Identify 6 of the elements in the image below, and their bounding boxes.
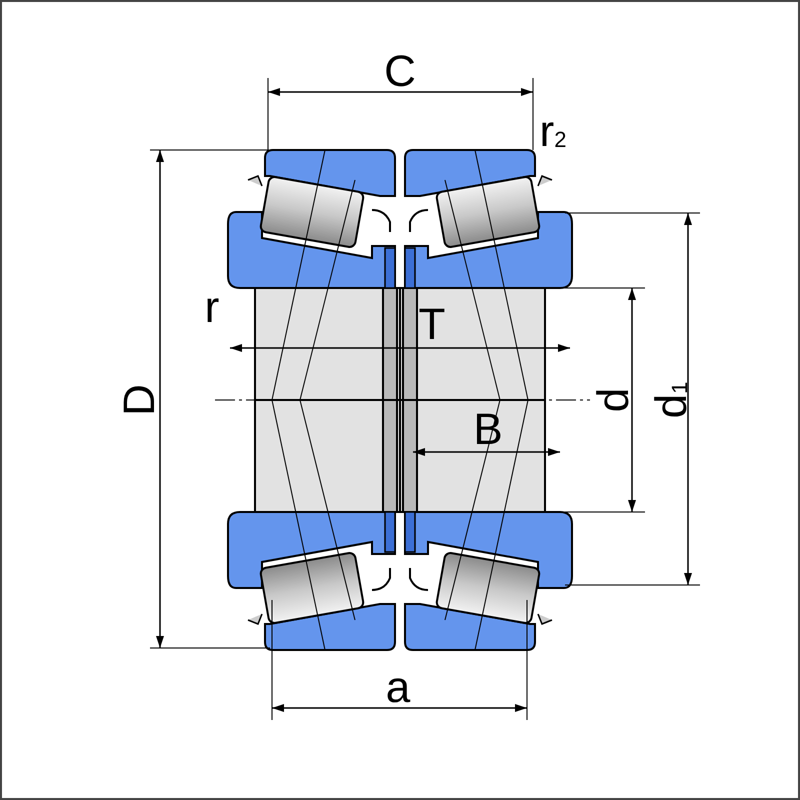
dimension-label: a xyxy=(386,666,410,710)
dimension-label: d xyxy=(592,388,636,412)
dimension-label: D xyxy=(118,384,162,416)
dimension-label: r xyxy=(204,286,220,330)
dimension-label: C xyxy=(384,50,416,94)
dimension-label: T xyxy=(418,303,446,347)
